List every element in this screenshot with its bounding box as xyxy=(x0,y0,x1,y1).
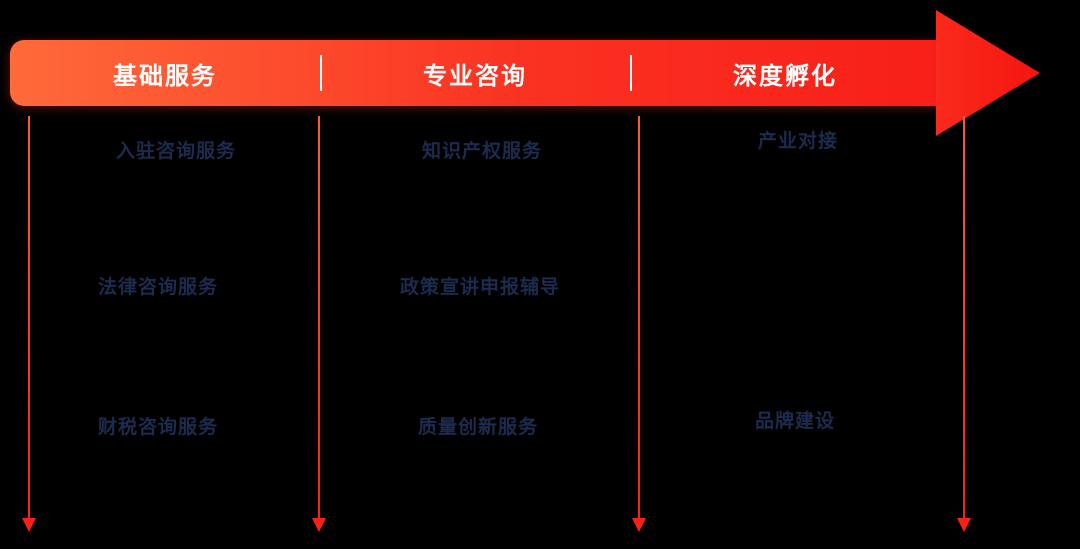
service-item-industry-matching: 产业对接 xyxy=(758,131,839,152)
banner-label-professional-consulting: 专业咨询 xyxy=(423,62,527,90)
service-item-legal-consulting: 法律咨询服务 xyxy=(98,277,219,298)
down-arrow-icon-3 xyxy=(632,116,646,534)
down-arrow-shaft xyxy=(963,116,965,520)
service-item-policy-guidance: 政策宣讲申报辅导 xyxy=(400,277,561,298)
down-arrow-shaft xyxy=(318,116,320,520)
down-arrow-shaft xyxy=(28,116,30,520)
banner-section-professional-consulting: 专业咨询 xyxy=(320,40,630,106)
service-item-quality-innovation: 质量创新服务 xyxy=(418,417,539,438)
banner-arrowhead-icon xyxy=(936,10,1040,136)
banner-arrow-body: 基础服务 专业咨询 深度孵化 xyxy=(10,40,940,106)
service-item-tax-consulting: 财税咨询服务 xyxy=(98,417,219,438)
service-item-brand-building: 品牌建设 xyxy=(755,411,836,432)
down-arrow-shaft xyxy=(638,116,640,520)
service-item-entry-consulting: 入驻咨询服务 xyxy=(116,141,237,162)
down-arrow-icon-1 xyxy=(22,116,36,534)
down-arrow-icon-2 xyxy=(312,116,326,534)
down-arrow-icon-4 xyxy=(957,116,971,534)
down-arrow-tip xyxy=(957,518,971,532)
down-arrow-tip xyxy=(22,518,36,532)
down-arrow-tip xyxy=(632,518,646,532)
banner-label-basic-services: 基础服务 xyxy=(113,62,217,90)
service-item-ip-services: 知识产权服务 xyxy=(422,141,543,162)
down-arrow-tip xyxy=(312,518,326,532)
banner-section-basic-services: 基础服务 xyxy=(10,40,320,106)
banner-section-deep-incubation: 深度孵化 xyxy=(630,40,940,106)
banner-label-deep-incubation: 深度孵化 xyxy=(733,62,837,90)
